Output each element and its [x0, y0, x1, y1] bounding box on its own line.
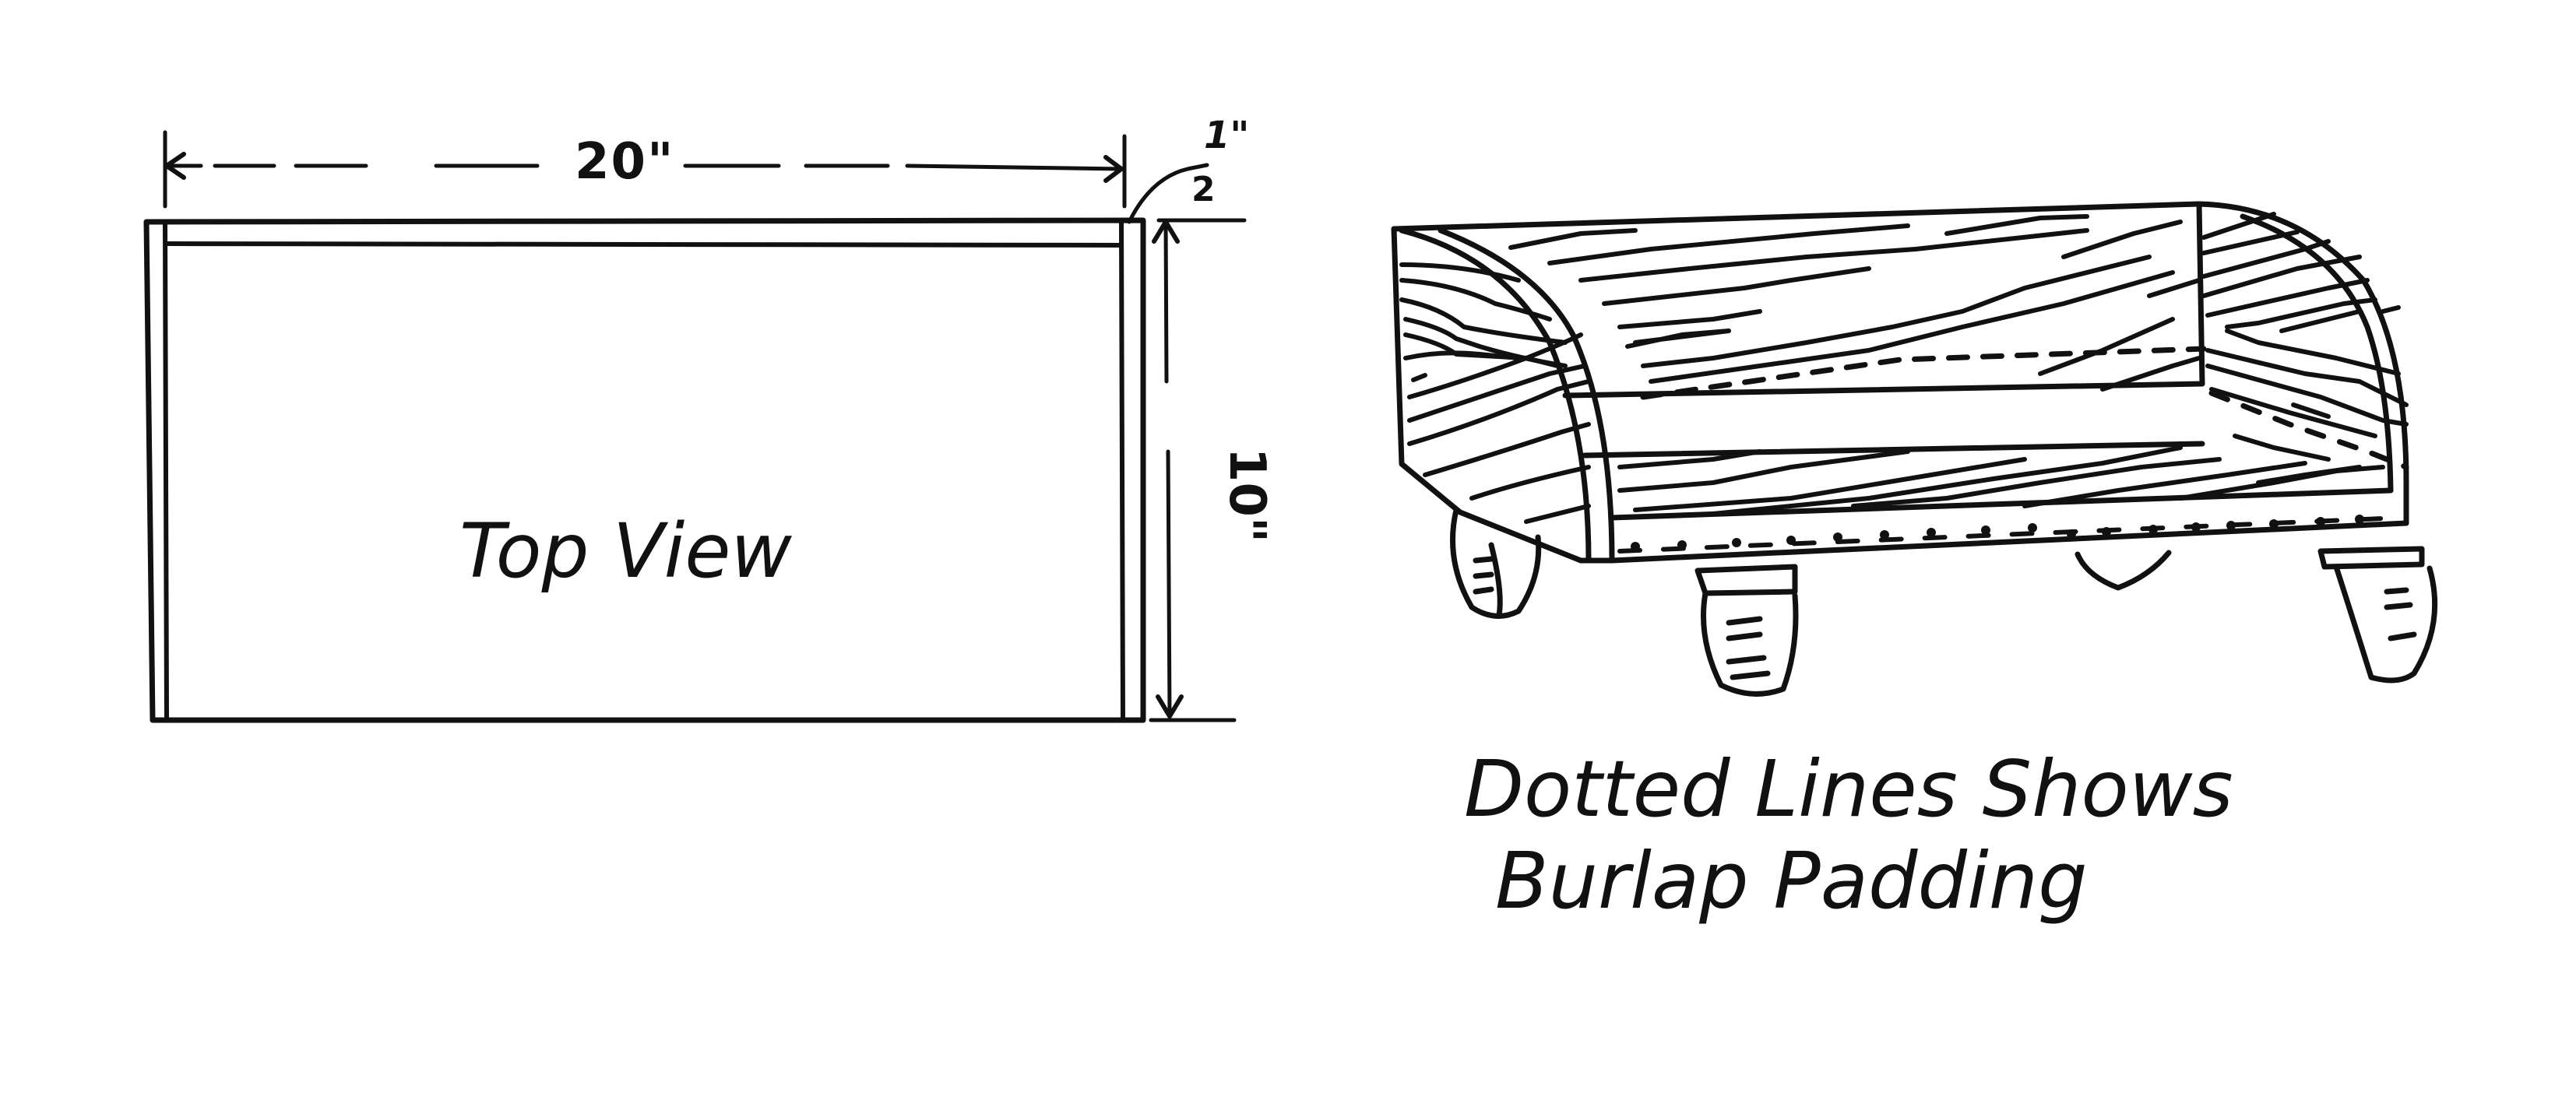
burlap-caption: Dotted Lines Shows Burlap Padding [1464, 743, 2233, 927]
thickness-dimension-denominator: 2 [1191, 170, 1216, 209]
width-dimension-line [163, 130, 1127, 209]
wood-grain-left [1399, 262, 1591, 524]
caster-wheel-front-center [1694, 564, 1799, 697]
caster-wheel-back-center [2075, 550, 2172, 591]
width-dimension-label: 20" [575, 133, 675, 191]
top-view-outline [143, 217, 1146, 723]
caption-line-1: Dotted Lines Shows [1464, 743, 2233, 835]
burlap-padding-dotted-line-right [2208, 390, 2409, 470]
thickness-leader [1127, 163, 1247, 224]
depth-dimension-line [1149, 220, 1237, 722]
depth-dimension-label: 10" [1218, 447, 1276, 543]
caster-wheel-front-left [1450, 507, 1542, 619]
wood-grain-back [1508, 214, 2201, 392]
wood-grain-floor [1617, 434, 2385, 516]
wood-grain-right [2201, 212, 2409, 438]
caster-wheel-back-right [2317, 546, 2438, 684]
thickness-dimension-numerator: 1" [1204, 114, 1250, 157]
caption-line-2: Burlap Padding [1495, 835, 2088, 926]
top-view-label: Top View [459, 508, 792, 595]
cart-box-outline [1391, 201, 2409, 564]
burlap-padding-dotted-line-back [1640, 346, 2207, 400]
